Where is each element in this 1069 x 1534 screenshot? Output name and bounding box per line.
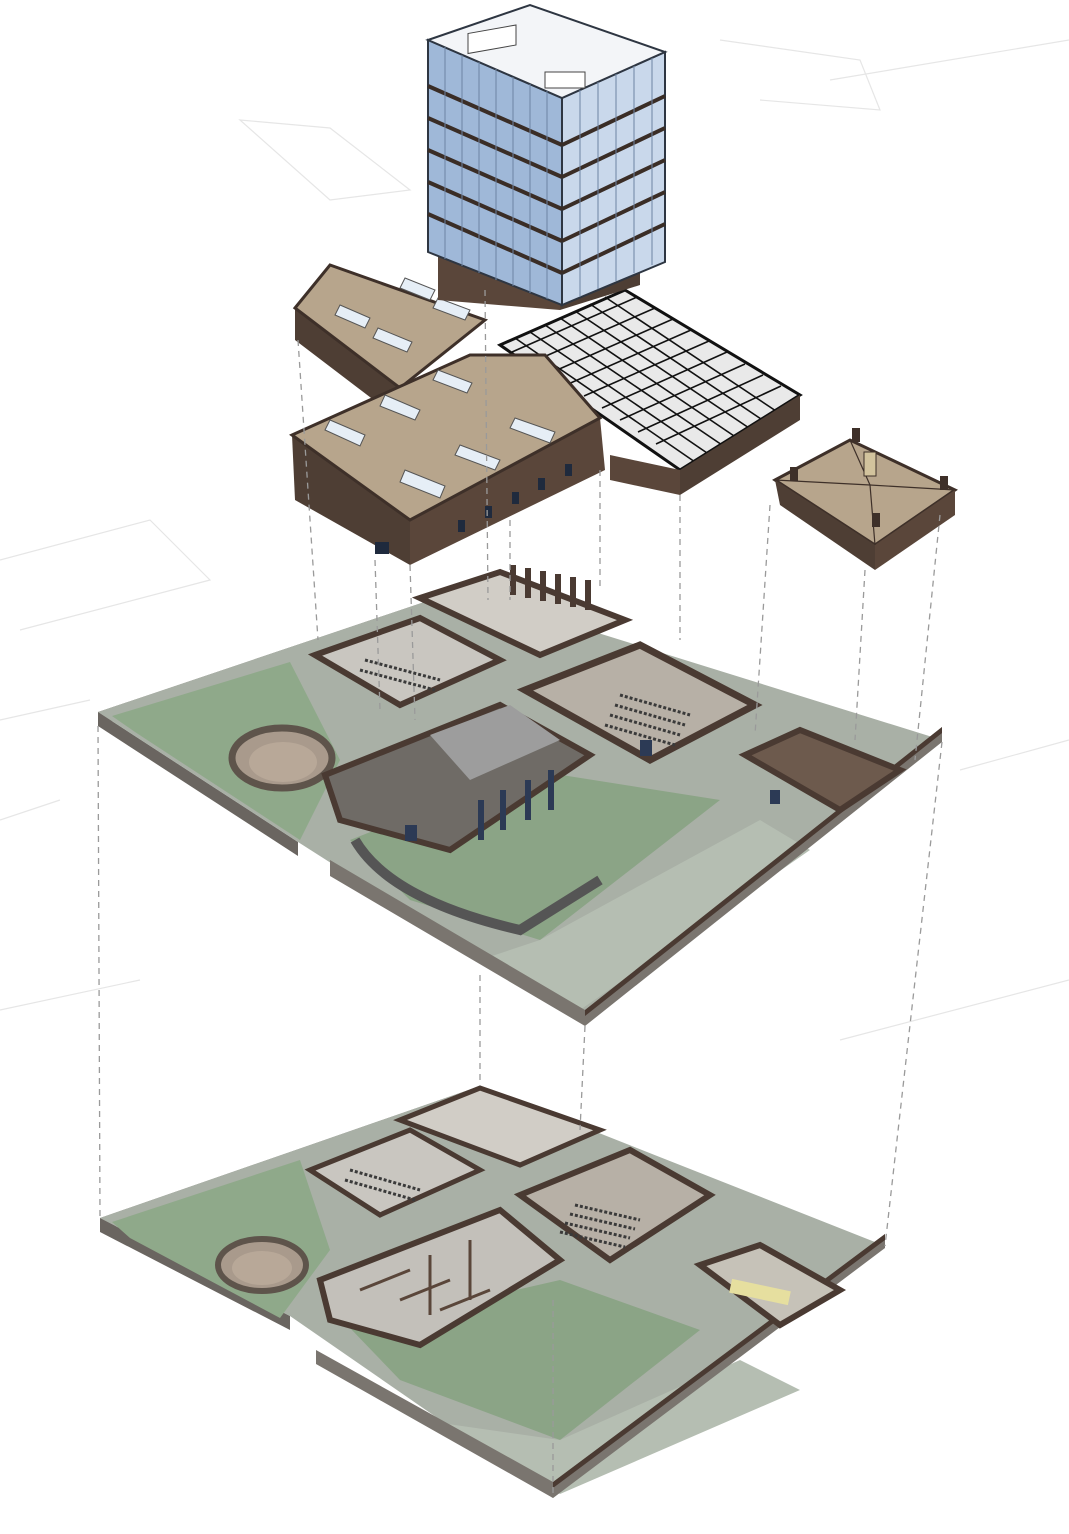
ground-wing-left xyxy=(304,1127,486,1218)
upper-paving-front xyxy=(480,820,810,1010)
ground-auditorium xyxy=(513,1146,716,1264)
ground-paving-front xyxy=(420,1360,800,1494)
upper-floor-plan xyxy=(98,565,942,1026)
upper-site-wall-front-left xyxy=(98,712,298,856)
upper-path xyxy=(350,837,603,936)
upper-pavilion xyxy=(738,726,907,814)
alignment-guides xyxy=(97,289,943,1498)
upper-wing-left xyxy=(307,614,507,709)
upper-lawn-left xyxy=(112,662,340,840)
upper-wing-main-roof xyxy=(430,705,560,780)
upper-wing-top xyxy=(411,568,634,659)
warehouse-rear-wall xyxy=(295,308,400,420)
warehouse-front-roof xyxy=(289,353,603,522)
steel-frame-base xyxy=(610,455,680,495)
upper-auditorium xyxy=(516,641,763,764)
ground-pavilion xyxy=(693,1241,847,1329)
warehouse-front-wall-left xyxy=(292,435,410,565)
ground-wing-top xyxy=(393,1085,607,1168)
upper-front-wall xyxy=(330,727,942,1026)
ground-front-wall xyxy=(316,1234,885,1498)
ground-wing-main xyxy=(316,1206,566,1349)
roof-level xyxy=(289,3,958,570)
tower-roof xyxy=(425,3,668,100)
ground-floor-plan xyxy=(100,1085,885,1498)
context-lines xyxy=(0,39,1069,1041)
warehouse-rear-roof xyxy=(292,263,489,390)
